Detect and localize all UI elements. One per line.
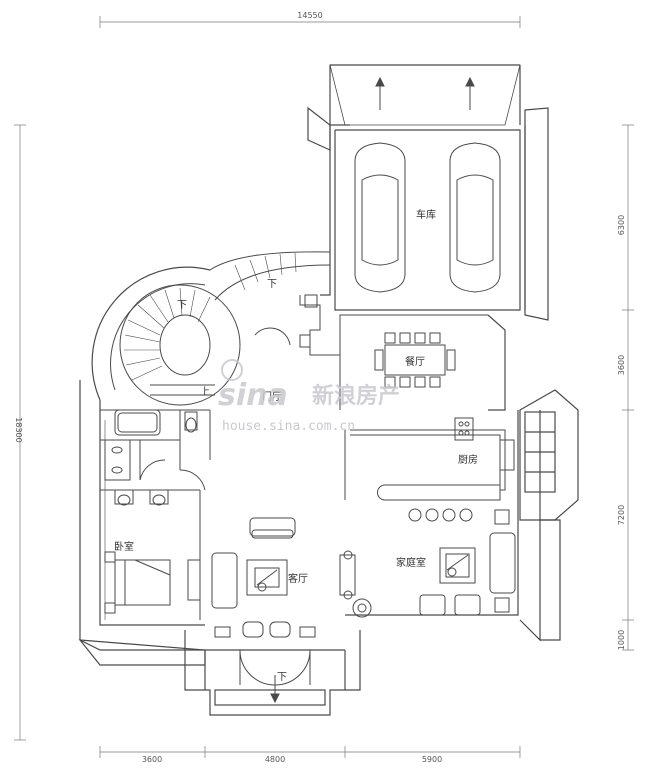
dim-bottom-3: 5900 [422,755,442,764]
stair-label-down-ramp: 下 [267,279,277,290]
stair-label-down-entry: 下 [277,672,287,683]
dim-bottom-1: 3600 [142,755,162,764]
entry-doors [239,649,311,704]
interior-walls [100,295,488,620]
living-furniture [211,517,372,638]
dim-right-2: 3600 [617,355,626,375]
kitchen-fixtures [350,417,515,525]
watermark-url: house.sina.com.cn [222,419,355,434]
garage-cars [354,76,501,293]
dim-right-1: 6300 [617,215,626,235]
dimension-lines [14,16,634,758]
room-label-living: 客厅 [288,572,308,585]
dining-table [374,332,456,388]
stair-label-up: 上 [200,386,210,398]
bedroom-furniture [104,420,201,620]
dim-top: 14550 [297,11,322,20]
family-furniture [419,532,516,616]
dim-bottom-2: 4800 [265,755,285,764]
room-label-bedroom: 卧室 [114,540,134,553]
stair-tower [91,251,331,406]
bathroom-fixtures [104,409,198,506]
dim-right-3: 7200 [617,505,626,525]
sina-watermark: sina 新浪房产 house.sina.com.cn [218,359,400,434]
room-label-dining: 餐厅 [405,355,425,368]
watermark-logo: sina [218,378,288,413]
room-label-foyer: 门厅 [262,390,282,403]
dim-left: 18300 [14,417,23,442]
watermark-brand: 新浪房产 [312,383,400,409]
dim-right-4: 1000 [617,630,626,650]
exterior-walls [78,64,579,716]
room-label-kitchen: 厨房 [458,453,478,466]
stair-label-down-top: 下 [177,300,187,311]
room-label-garage: 车库 [416,208,436,221]
room-label-family: 家庭室 [396,556,426,569]
